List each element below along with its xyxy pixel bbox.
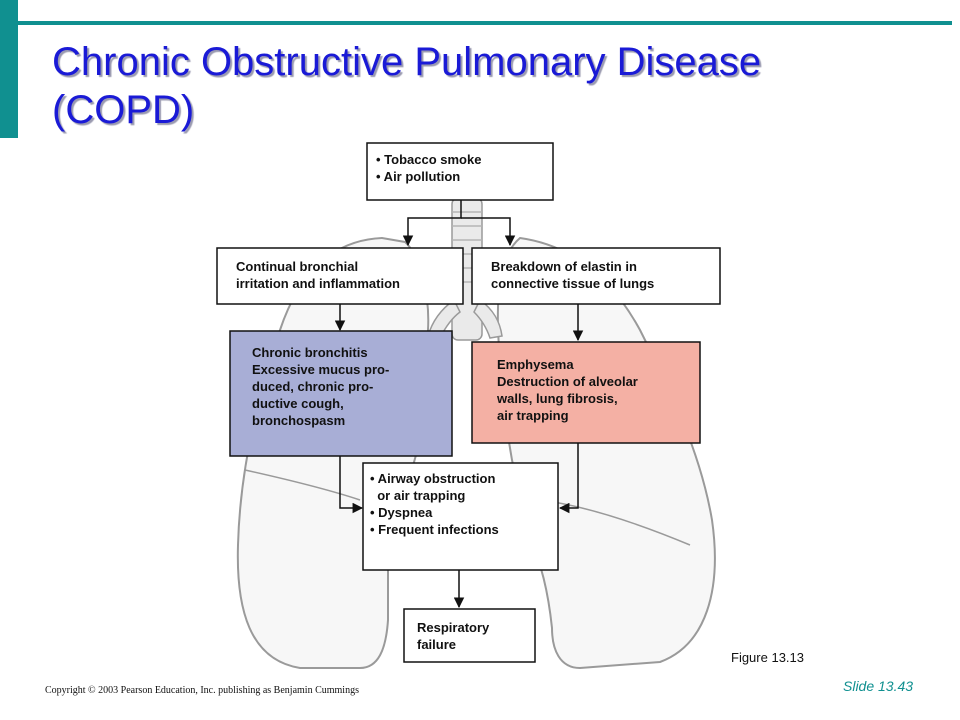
arrow-causes-to-irritation [402, 200, 462, 247]
emphysema-line-1: Destruction of alveolar [497, 374, 638, 389]
symptoms-line-4: • Frequent infections [370, 522, 499, 537]
connectors [334, 200, 584, 609]
symptoms-line-2: or air trapping [370, 488, 465, 503]
emphysema-title: Emphysema [497, 357, 574, 372]
bronchitis-title: Chronic bronchitis [252, 345, 368, 360]
accent-bar-vertical [0, 0, 18, 138]
outcome-box [403, 608, 536, 663]
causes-line-2: • Air pollution [376, 169, 460, 184]
elastin-line-2: connective tissue of lungs [491, 276, 654, 291]
arrow-bronchitis-to-symptoms [339, 455, 364, 514]
emphysema-box [471, 341, 701, 444]
arrow-causes-to-elastin [461, 217, 516, 247]
bronchitis-line-2: duced, chronic pro- [252, 379, 373, 394]
elastin-box [471, 247, 721, 305]
elastin-line-1: Breakdown of elastin in [491, 259, 637, 274]
outcome-line-2: failure [417, 637, 456, 652]
accent-bar-horizontal [18, 21, 952, 25]
slide-title-line-2: (COPD) [52, 88, 195, 132]
symptoms-box [362, 462, 559, 571]
irritation-box [216, 247, 464, 305]
outcome-line-1: Respiratory [417, 620, 490, 635]
bronchitis-line-3: ductive cough, [252, 396, 344, 411]
irritation-line-2: irritation and inflammation [236, 276, 400, 291]
causes-box [366, 142, 554, 201]
slide-number: Slide 13.43 [843, 678, 914, 694]
slide-title-line-1: Chronic Obstructive Pulmonary Disease [52, 40, 762, 84]
symptoms-line-1: • Airway obstruction [370, 471, 495, 486]
copyright-notice: Copyright © 2003 Pearson Education, Inc.… [45, 685, 359, 696]
bronchitis-line-1: Excessive mucus pro- [252, 362, 389, 377]
left-lung-lobe-fissure [244, 469, 361, 501]
causes-line-1: • Tobacco smoke [376, 152, 481, 167]
right-bronchus [473, 298, 503, 339]
figure-label: Figure 13.13 [731, 650, 804, 665]
bronchitis-line-4: bronchospasm [252, 413, 345, 428]
slide-title: Chronic Obstructive Pulmonary Disease (C… [52, 38, 912, 134]
arrow-emphysema-to-symptoms [558, 443, 579, 514]
emphysema-line-2: walls, lung fibrosis, [496, 391, 618, 406]
irritation-line-1: Continual bronchial [236, 259, 358, 274]
emphysema-line-3: air trapping [497, 408, 569, 423]
symptoms-line-3: • Dyspnea [370, 505, 433, 520]
bronchitis-box [229, 330, 453, 457]
